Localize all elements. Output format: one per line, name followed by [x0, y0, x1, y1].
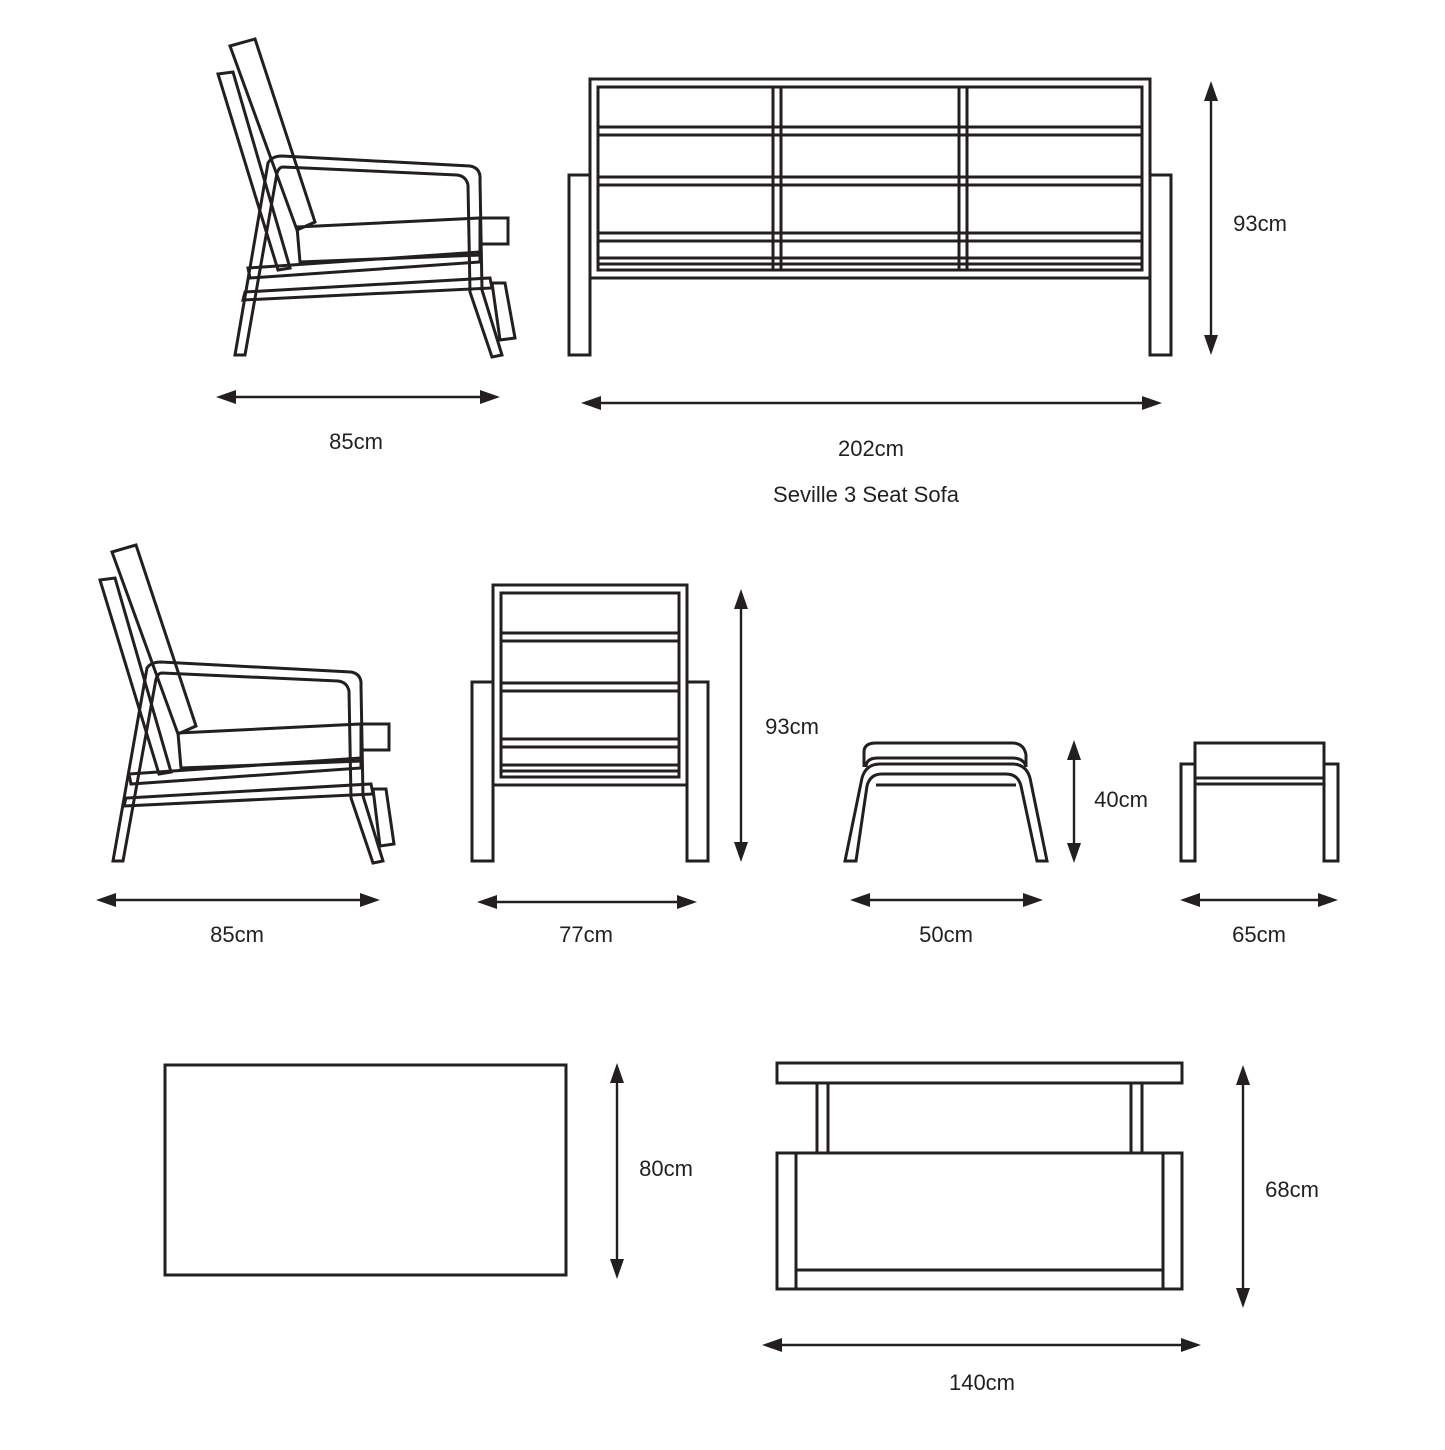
sofa-depth-label: 85cm	[329, 429, 383, 454]
table-height-dimension-arrow	[1236, 1065, 1250, 1308]
footstool-front-view	[1179, 741, 1340, 863]
footstool-depth-label: 50cm	[919, 922, 973, 947]
table-height-label: 68cm	[1265, 1177, 1319, 1202]
armchair-height-dimension-arrow	[734, 589, 748, 862]
sofa-width-dimension-arrow	[581, 396, 1162, 410]
table-depth-dimension-arrow	[610, 1063, 624, 1279]
armchair-depth-dimension-arrow	[96, 893, 380, 907]
table-top-view	[163, 1063, 568, 1277]
armchair-side-view	[98, 543, 396, 865]
armchair-width-label: 77cm	[559, 922, 613, 947]
table-width-dimension-arrow	[762, 1338, 1201, 1352]
sofa-height-label: 93cm	[1233, 211, 1287, 236]
sofa-side-view	[216, 37, 517, 359]
footstool-width-dimension-arrow	[1180, 893, 1338, 907]
table-depth-label: 80cm	[639, 1156, 693, 1181]
sofa-depth-dimension-arrow	[216, 390, 500, 404]
product-caption: Seville 3 Seat Sofa	[773, 482, 960, 507]
armchair-depth-label: 85cm	[210, 922, 264, 947]
sofa-front-view	[567, 77, 1173, 357]
table-width-label: 140cm	[949, 1370, 1015, 1395]
footstool-depth-dimension-arrow	[850, 893, 1043, 907]
footstool-side-view	[843, 741, 1049, 863]
footstool-height-label: 40cm	[1094, 787, 1148, 812]
armchair-front-view	[470, 583, 710, 863]
footstool-height-dimension-arrow	[1067, 740, 1081, 863]
footstool-width-label: 65cm	[1232, 922, 1286, 947]
sofa-height-dimension-arrow	[1204, 81, 1218, 355]
armchair-height-label: 93cm	[765, 714, 819, 739]
sofa-width-label: 202cm	[838, 436, 904, 461]
armchair-width-dimension-arrow	[477, 895, 697, 909]
table-front-view	[775, 1061, 1184, 1291]
